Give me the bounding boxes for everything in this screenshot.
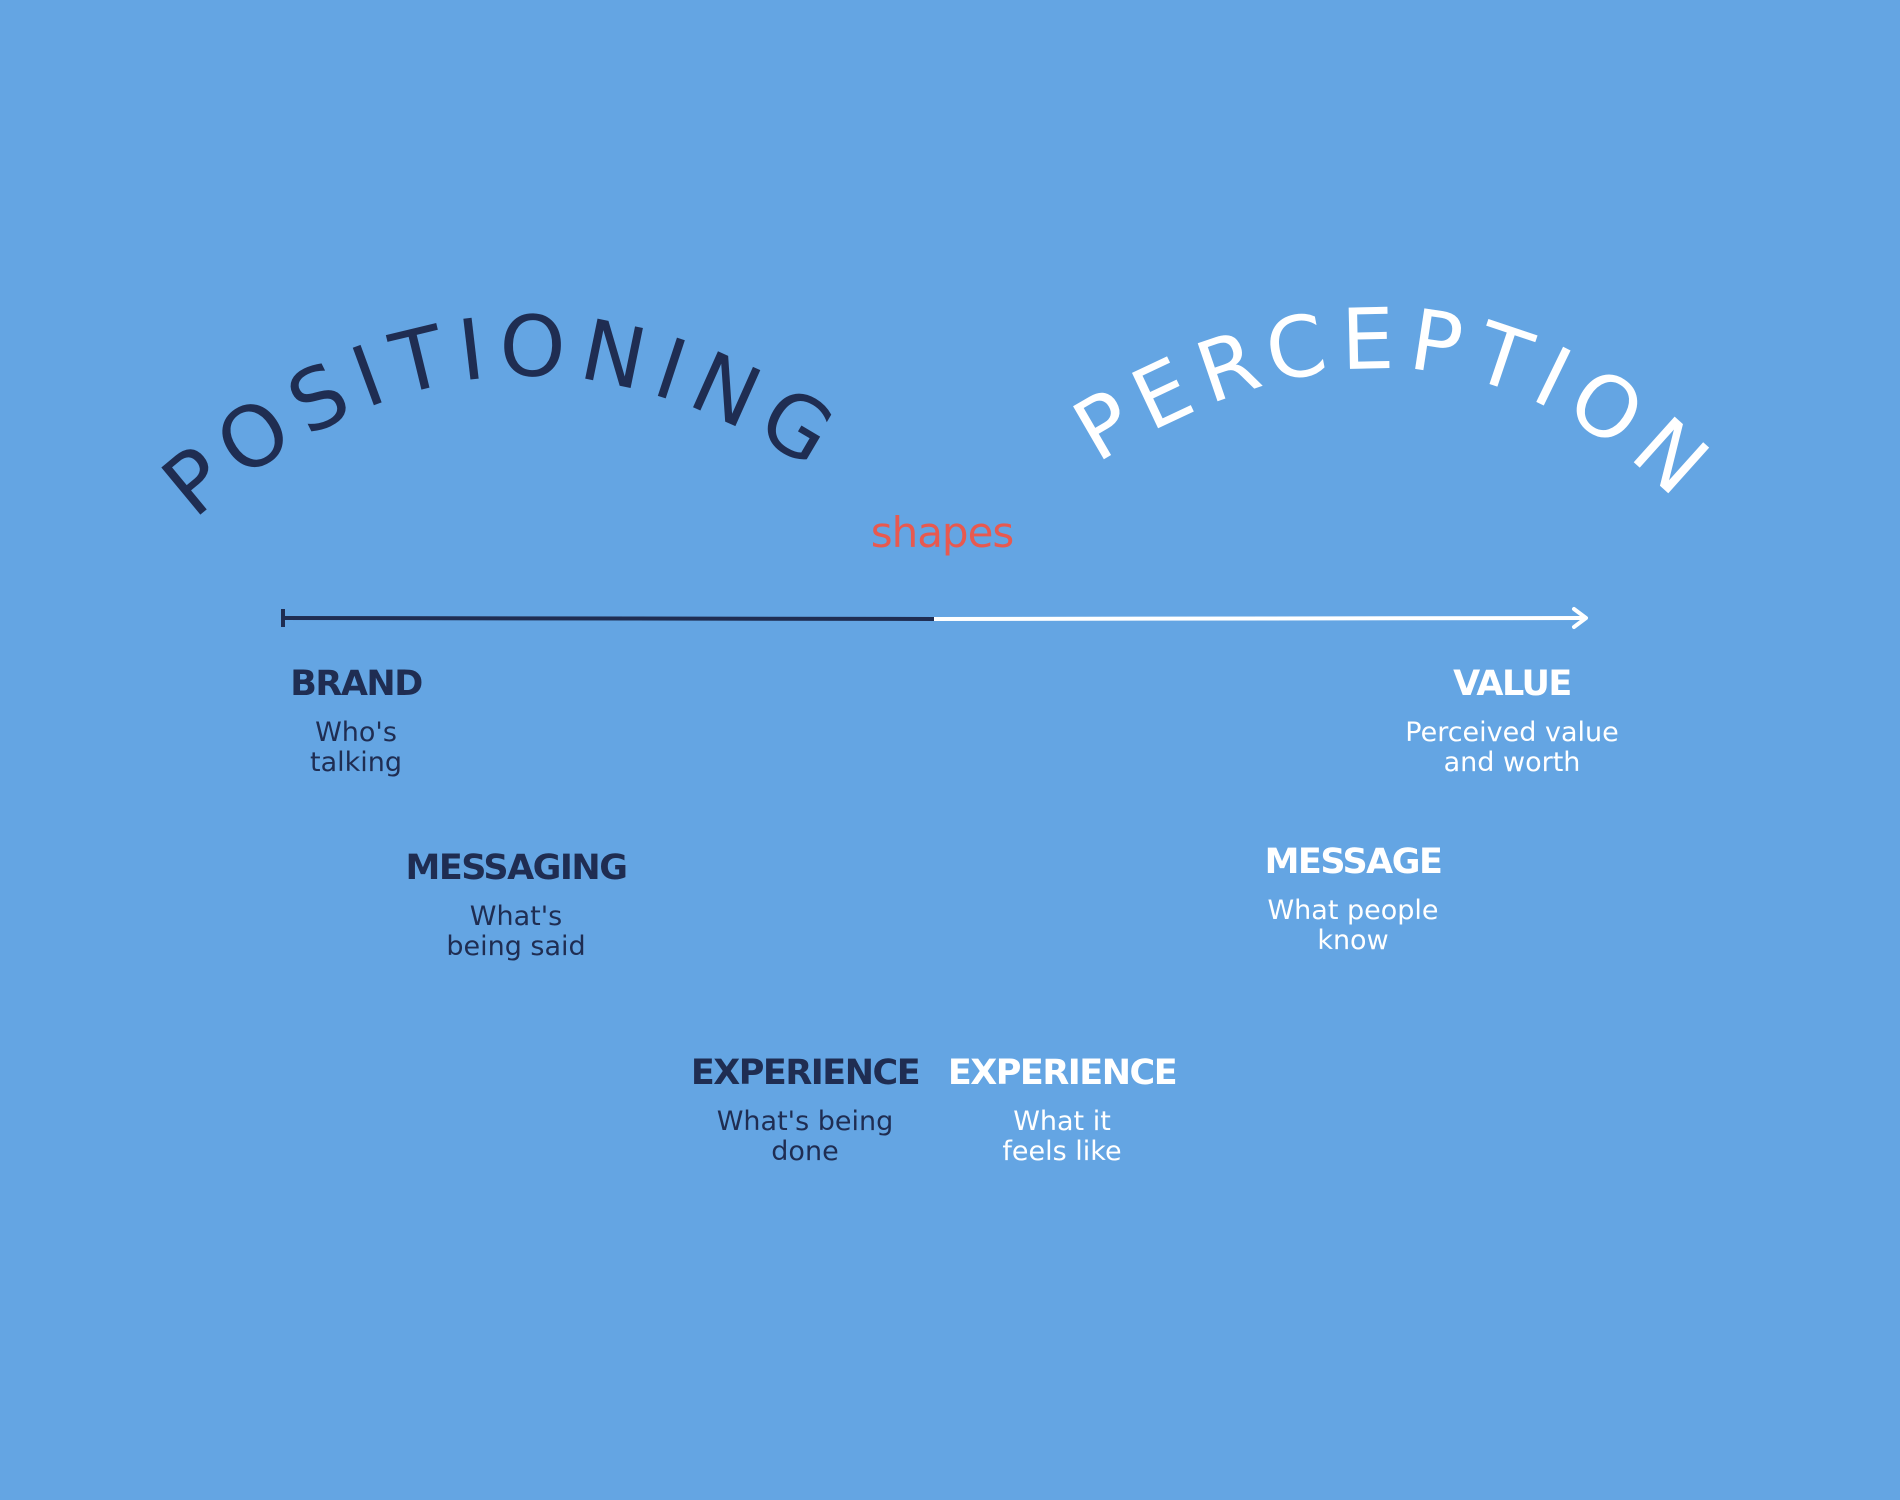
messaging-title: MESSAGING [405, 848, 628, 888]
positioning-line [281, 609, 935, 627]
message-title: MESSAGE [1264, 842, 1443, 882]
message-description: What people know [1267, 895, 1439, 956]
perception-arrow [933, 607, 1588, 629]
positioning-heading: POSITIONING [144, 297, 860, 535]
value-item: VALUE Perceived value and worth [1342, 662, 1682, 778]
perception-heading: PERCEPTION [1058, 290, 1736, 522]
positioning-experience-title: EXPERIENCE [690, 1053, 921, 1093]
brand-description: Who's talking [309, 717, 403, 778]
value-title: VALUE [1453, 664, 1572, 704]
perception-experience-title: EXPERIENCE [947, 1053, 1178, 1093]
value-description: Perceived value and worth [1405, 717, 1619, 778]
messaging-description: What's being said [446, 901, 586, 962]
shapes-connector-label: shapes [870, 508, 1015, 557]
messaging-item: MESSAGING What's being said [346, 846, 686, 962]
message-item: MESSAGE What people know [1183, 840, 1523, 956]
brand-title: BRAND [290, 664, 423, 704]
arrow-head-icon [1572, 607, 1588, 629]
positioning-heading-text: POSITIONING [144, 297, 848, 535]
positioning-experience-description: What's being done [716, 1106, 894, 1167]
positioning-experience-item: EXPERIENCE What's being done [635, 1051, 975, 1167]
perception-experience-description: What it feels like [1002, 1106, 1122, 1167]
perception-heading-text: PERCEPTION [1058, 290, 1724, 522]
perception-experience-item: EXPERIENCE What it feels like [892, 1051, 1232, 1167]
brand-item: BRAND Who's talking [186, 662, 526, 778]
